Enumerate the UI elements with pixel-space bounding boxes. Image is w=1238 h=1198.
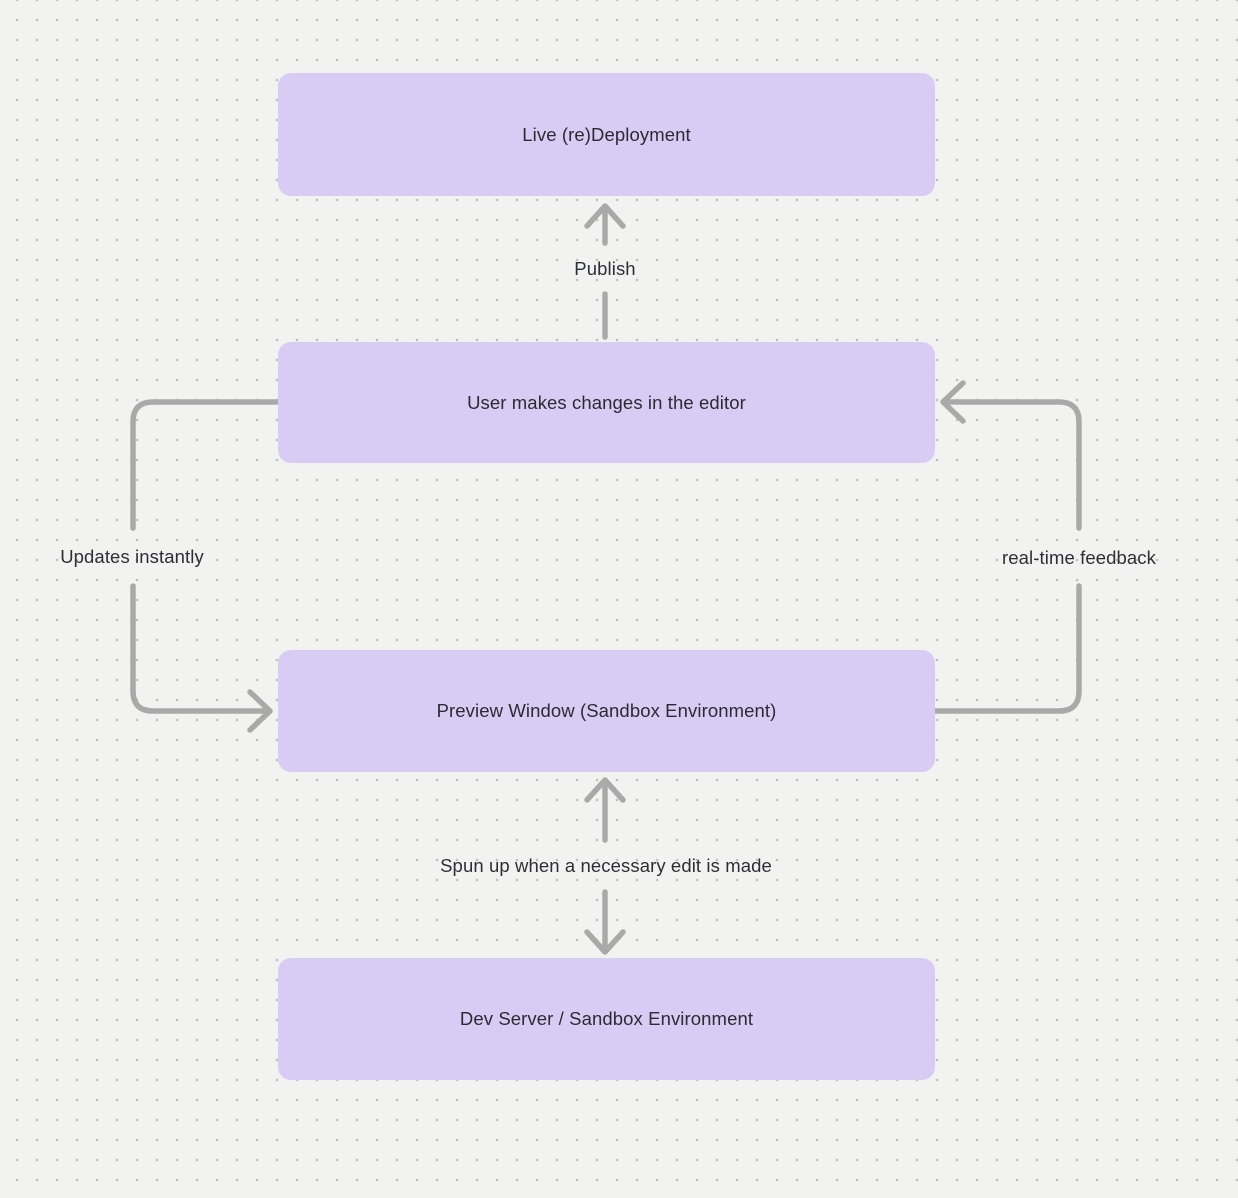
edge-label-spun-up: Spun up when a necessary edit is made [440,855,772,876]
updates-arrowhead-right-icon [247,689,273,733]
node-label: Preview Window (Sandbox Environment) [436,700,777,721]
publish-arrowhead-up-icon [584,203,626,229]
spunup-arrowhead-up-icon [584,777,626,803]
node-preview-window: Preview Window (Sandbox Environment) [278,650,935,772]
node-label: User makes changes in the editor [467,391,746,413]
node-label: Dev Server / Sandbox Environment [459,1008,754,1029]
spunup-arrowhead-down-icon [584,929,626,955]
feedback-arrowhead-left-icon [940,380,966,424]
edge-label-publish: Publish [574,258,636,279]
node-label: Live (re)Deployment [522,123,691,145]
updates-segment-bottom [130,583,269,714]
node-live-redeployment: Live (re)Deployment [278,73,935,196]
updates-segment-top [130,399,281,531]
feedback-segment-bottom [932,583,1082,714]
node-user-changes: User makes changes in the editor [278,342,935,463]
feedback-segment-top [944,399,1082,531]
edge-label-updates-instantly: Updates instantly [60,546,204,567]
node-dev-server: Dev Server / Sandbox Environment [278,958,935,1080]
edge-label-realtime-feedback: real-time feedback [1002,547,1156,568]
